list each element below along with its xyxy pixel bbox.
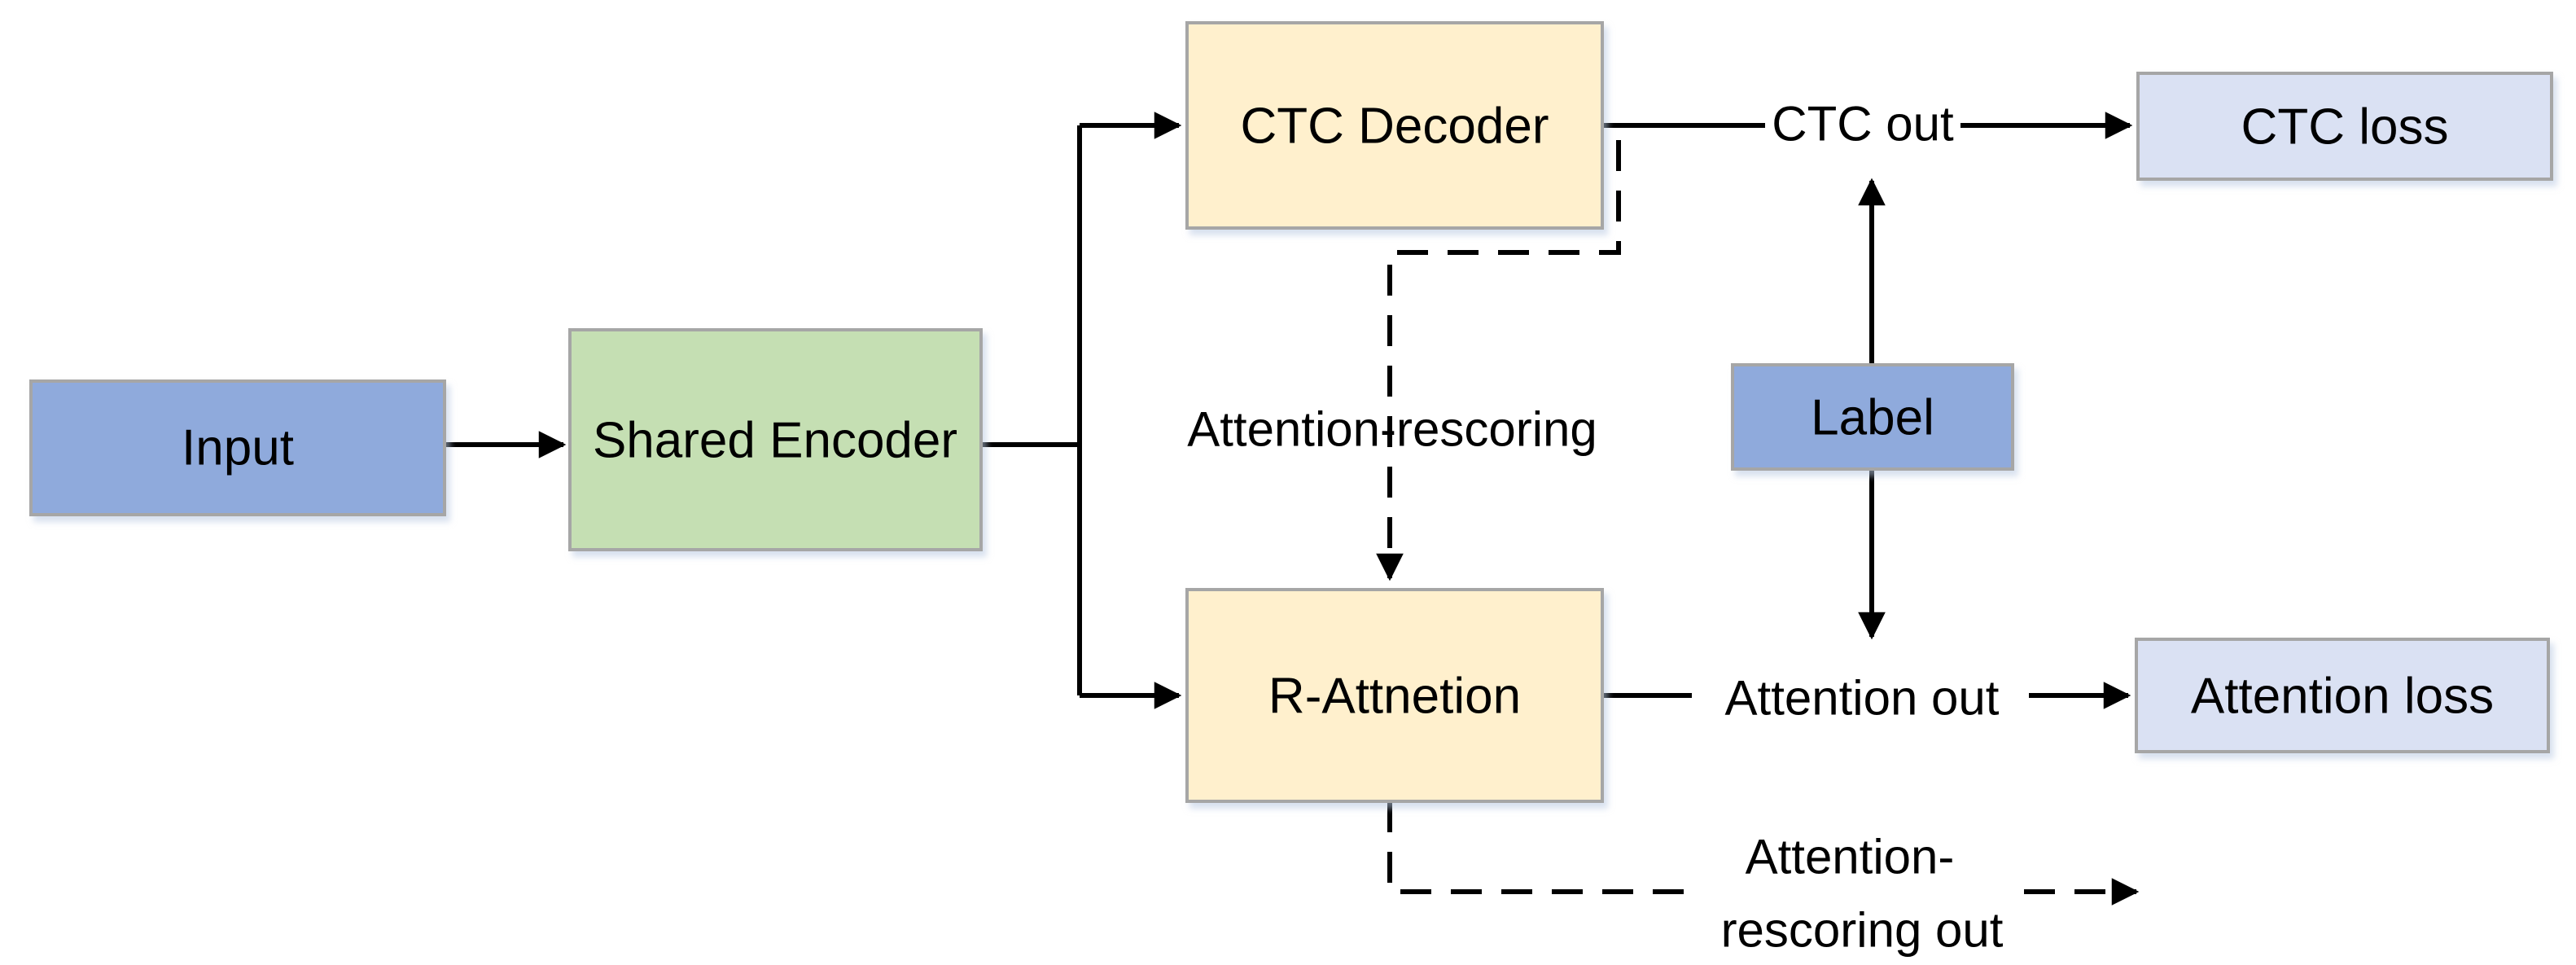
shared-encoder-node-box [568, 328, 983, 551]
label-node-box [1731, 363, 2014, 471]
node-labels: Input Shared Encoder CTC Decoder R-Attne… [182, 99, 2494, 725]
r-attnetion-node-box [1185, 588, 1604, 803]
attention-loss-node-box [2135, 638, 2550, 753]
shared-encoder-node-label: Shared Encoder [593, 413, 957, 469]
r-attnetion-node-label: R-Attnetion [1268, 669, 1521, 725]
ctc-loss-node-box [2136, 72, 2553, 181]
attention-rescoring-out-label-line2: rescoring out [1721, 903, 2004, 958]
edge-attention-rescoring-dashed [1376, 140, 1621, 581]
ctc-decoder-node-label: CTC Decoder [1241, 99, 1549, 155]
ctc-out-edge-label: CTC out [1772, 97, 1954, 151]
attention-loss-node-label: Attention loss [2191, 669, 2494, 725]
ctc-decoder-node-box [1185, 21, 1604, 230]
input-node-label: Input [182, 420, 294, 476]
edge-rescoring-out-dashed-left [1387, 801, 1689, 894]
nodes [29, 21, 2553, 803]
edge-annotations: CTC out Attention out Attention-rescorin… [1187, 97, 2004, 958]
ctc-loss-node-label: CTC loss [2241, 99, 2449, 156]
attention-out-edge-label: Attention out [1725, 671, 2000, 726]
attention-rescoring-edge-label: Attention-rescoring [1187, 402, 1597, 457]
input-node-box [29, 379, 446, 516]
dashed-edges [1376, 140, 2140, 906]
attention-rescoring-out-label-line1: Attention- [1746, 830, 1955, 884]
solid-edges [445, 112, 2133, 709]
label-node-label: Label [1811, 390, 1934, 446]
